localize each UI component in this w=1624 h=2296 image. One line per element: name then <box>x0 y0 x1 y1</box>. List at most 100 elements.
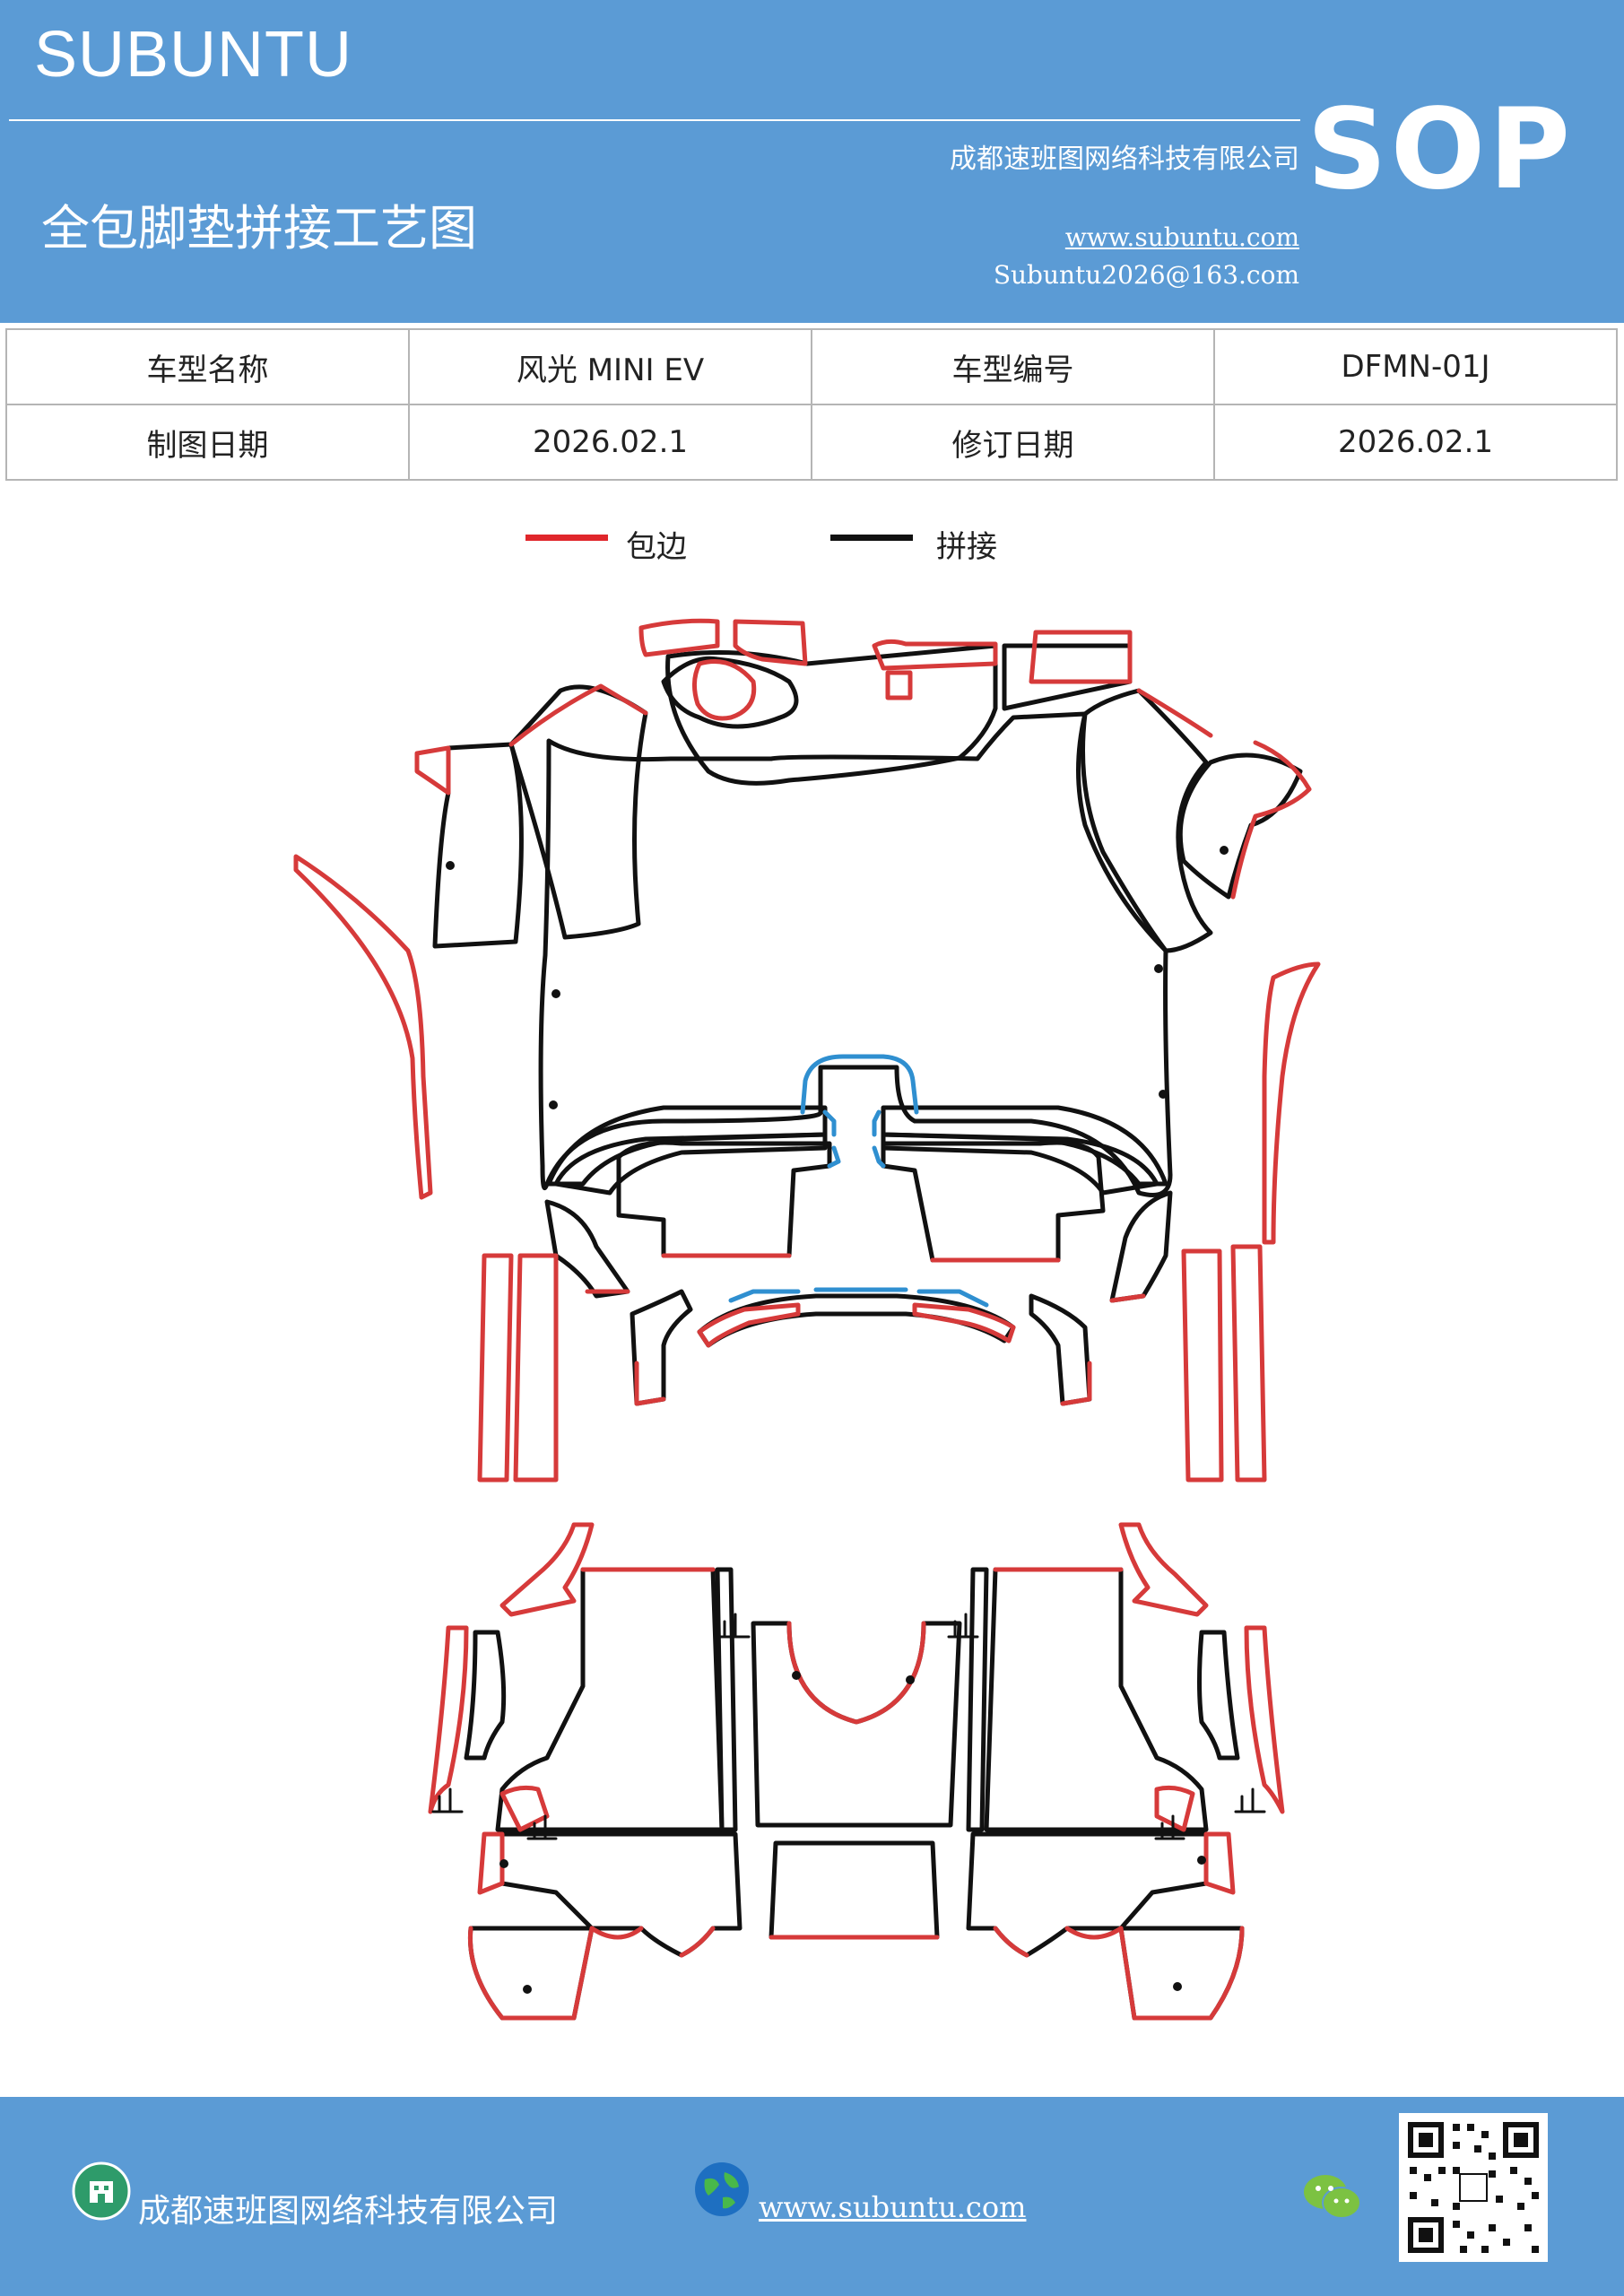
seam-blue-lower-c <box>916 1289 989 1308</box>
stop-mark <box>947 1613 979 1639</box>
mat-piece-floor-right <box>881 1140 1106 1263</box>
locator-dot <box>792 1671 801 1680</box>
edge-lower-center-right <box>912 1302 1016 1344</box>
seam-blue-lower-a <box>728 1289 801 1303</box>
building-icon <box>72 2161 131 2221</box>
locator-dot <box>1159 1090 1168 1099</box>
edge-center-top <box>872 639 998 671</box>
edge-strip-left-a <box>477 1253 514 1483</box>
locator-dot <box>1220 846 1229 855</box>
mat-piece-top-left-outer <box>432 742 524 949</box>
edge-right-wing <box>1136 688 1213 738</box>
globe-icon <box>695 2162 749 2216</box>
edge-bottom-right <box>1203 1831 1236 1895</box>
mat-piece-top-right <box>1076 688 1213 953</box>
mat-piece-top-left <box>508 684 648 940</box>
mat-piece-lower-right <box>1029 1293 1092 1406</box>
footer-company: 成都速班图网络科技有限公司 <box>138 2193 559 2230</box>
legend-swatch-splice <box>830 535 913 541</box>
wechat-icon <box>1304 2175 1361 2219</box>
mat-piece-rear-inner-left <box>464 1630 507 1761</box>
legend: 包边 拼接 <box>0 522 1624 576</box>
edge-lower-right <box>1060 1361 1092 1406</box>
email-address: Subuntu2026@163.com <box>993 260 1299 290</box>
mat-piece-rear-right <box>984 1567 1209 1832</box>
edge-bottom-left <box>477 1831 505 1895</box>
edge-circle <box>692 659 757 721</box>
edge-side-bottom-right <box>1109 1293 1146 1303</box>
seam-blue-left-a <box>822 1109 837 1137</box>
vehicle-info-table: 车型名称 风光 MINI EV 车型编号 DFMN-01J 制图日期 2026.… <box>5 328 1618 481</box>
locator-dot <box>499 1859 508 1868</box>
legend-label-binding: 包边 <box>626 529 687 565</box>
mat-piece-bottom-center <box>769 1840 940 1940</box>
seam-blue-right-a <box>872 1109 881 1137</box>
mat-piece-rear-strip-right <box>966 1567 989 1832</box>
website-link[interactable]: www.subuntu.com <box>1064 222 1299 252</box>
mat-piece-arch-right <box>881 1132 1159 1196</box>
edge-top-right-tab <box>1029 630 1133 684</box>
stop-mark <box>1234 1787 1266 1813</box>
mat-piece-bottom-right-outer <box>1118 1926 1245 2021</box>
header-divider <box>9 119 1300 121</box>
edge-rear-flap-left <box>499 1522 595 1617</box>
seam-blue-right-b <box>872 1145 886 1169</box>
stop-mark <box>1154 1814 1185 1840</box>
locator-dot <box>549 1100 558 1109</box>
header: SUBUNTU SOP 全包脚垫拼接工艺图 成都速班图网络科技有限公司 www.… <box>0 0 1624 323</box>
page-title: 全包脚垫拼接工艺图 <box>41 200 477 257</box>
stop-mark <box>431 1787 464 1813</box>
edge-strip-left-b <box>513 1253 559 1483</box>
edge-long-left-strip <box>293 854 433 1200</box>
seam-blue-left-b <box>827 1145 841 1169</box>
footer-website-link[interactable]: www.subuntu.com <box>759 2190 1027 2224</box>
mat-piece-rear-center <box>751 1621 962 1828</box>
company-name: 成都速班图网络科技有限公司 <box>950 144 1299 175</box>
edge-bottom-right-outer <box>1118 1926 1245 2021</box>
edge-left-wing <box>508 683 648 747</box>
table-cell: 制图日期 <box>5 404 410 481</box>
table-cell: DFMN-01J <box>1213 328 1618 405</box>
mat-piece-dash-inner <box>661 656 799 729</box>
locator-dot <box>906 1675 915 1684</box>
edge-right-outer <box>1230 740 1312 900</box>
edge-rear-center-cutout <box>786 1621 926 1725</box>
mat-piece-rear-left <box>495 1567 725 1832</box>
mat-piece-side-left-front <box>544 1199 630 1299</box>
locator-dot <box>446 861 455 870</box>
edge-top-left-tab <box>638 618 720 657</box>
mat-piece-rear-inner-right <box>1197 1630 1240 1761</box>
edge-long-right-strip <box>1262 961 1321 1245</box>
edge-lower-left <box>634 1361 666 1406</box>
edge-strip-right-b <box>1230 1244 1267 1483</box>
edge-rear-inner-left <box>428 1625 469 1814</box>
stop-mark <box>526 1814 558 1840</box>
mat-piece-lower-center <box>697 1293 1016 1348</box>
sop-badge: SOP <box>1307 85 1574 214</box>
edge-bottom-left-outer <box>467 1926 595 2021</box>
edge-rear-inner-right <box>1244 1625 1285 1814</box>
locator-dot <box>523 1985 532 1994</box>
edge-lower-center-left <box>697 1302 801 1348</box>
mat-piece-top-right-outer <box>1177 752 1303 900</box>
table-cell: 车型名称 <box>5 328 410 405</box>
brand-name: SUBUNTU <box>34 19 353 91</box>
footer: 成都速班图网络科技有限公司 www.subuntu.com <box>0 2097 1624 2296</box>
table-row: 车型名称 风光 MINI EV 车型编号 DFMN-01J <box>5 328 1618 405</box>
edge-bottom-right-scallop <box>993 1926 1124 1958</box>
table-cell: 车型编号 <box>811 328 1215 405</box>
mat-piece-tunnel-left <box>546 1105 828 1187</box>
locator-dot <box>1173 1982 1182 1991</box>
stop-mark <box>716 1613 751 1639</box>
locator-dot <box>551 989 560 998</box>
table-cell: 修订日期 <box>811 404 1215 481</box>
edge-strip-right-a <box>1181 1248 1224 1483</box>
edge-rear-tab-left <box>499 1785 550 1832</box>
seam-blue-center <box>800 1054 919 1115</box>
mat-piece-arch-left <box>553 1132 828 1196</box>
mat-piece-tunnel-right <box>881 1105 1168 1187</box>
edge-rear-flap-right <box>1118 1522 1209 1617</box>
mat-piece-dash-center <box>665 643 998 786</box>
mat-piece-rear-strip-left <box>715 1567 738 1832</box>
table-cell: 2026.02.1 <box>1213 404 1618 481</box>
